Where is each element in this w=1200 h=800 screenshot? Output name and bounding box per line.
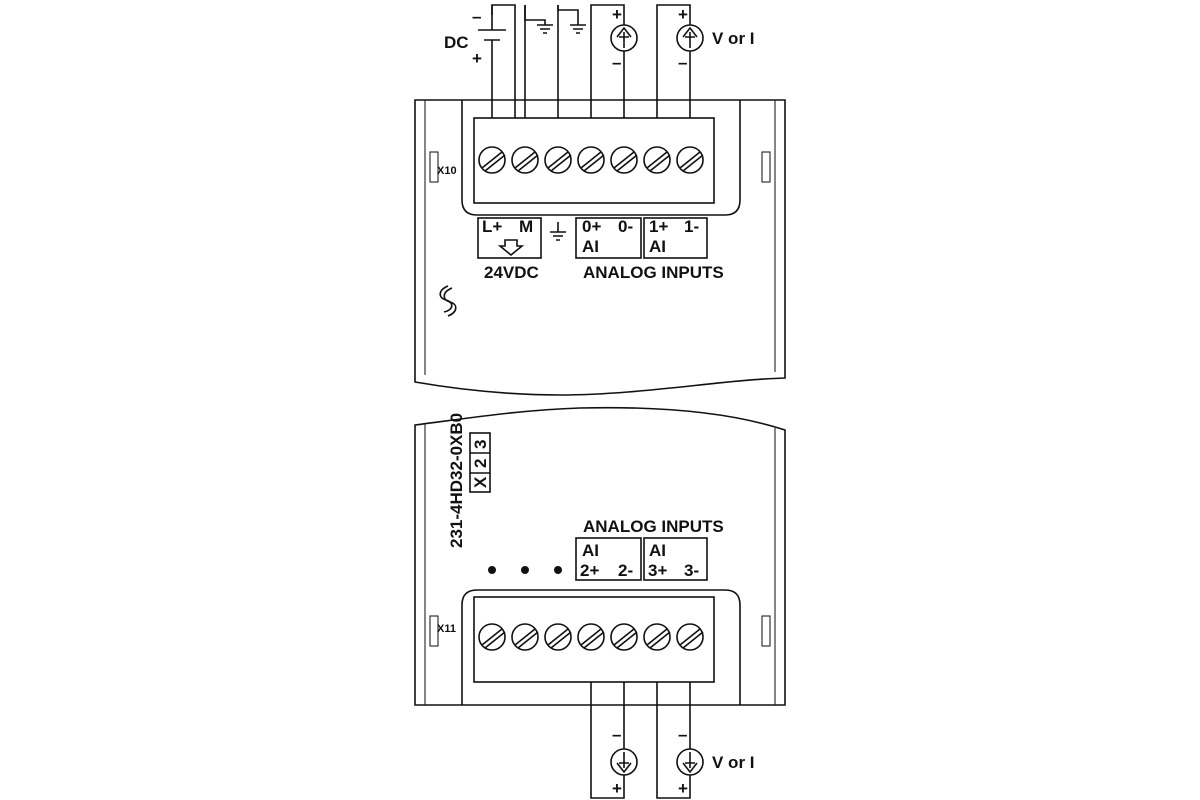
top-right-latch bbox=[761, 151, 771, 183]
arrow-up-icon bbox=[610, 24, 638, 52]
terminal-2plus: 2+ bbox=[580, 561, 599, 580]
screw-terminal-icon bbox=[544, 146, 572, 174]
terminal-1minus: 1- bbox=[684, 217, 699, 236]
source2-plus: + bbox=[612, 779, 622, 798]
top-module: X10 DC – + bbox=[414, 4, 786, 396]
terminal-3plus: 3+ bbox=[648, 561, 667, 580]
ai0-loop-wire bbox=[590, 4, 625, 118]
ai-label-2: AI bbox=[582, 541, 599, 560]
top-connector-id: X10 bbox=[437, 165, 457, 177]
ai2-loop-wire bbox=[590, 682, 625, 799]
screw-terminal-icon bbox=[478, 146, 506, 174]
rev-box-2: 2 bbox=[471, 459, 490, 468]
ground-icon bbox=[524, 5, 553, 34]
bottom-connector-housing bbox=[461, 589, 741, 705]
screw-terminal-icon bbox=[577, 146, 605, 174]
ai2-terminal-box bbox=[575, 537, 642, 581]
source0-plus: + bbox=[612, 5, 622, 24]
screw-terminal-icon bbox=[511, 146, 539, 174]
ai-label-0: AI bbox=[582, 237, 599, 256]
source0-minus: – bbox=[612, 53, 621, 72]
source-type-label: V or I bbox=[712, 29, 755, 48]
top-left-latch bbox=[429, 151, 439, 183]
bottom-right-latch bbox=[761, 615, 771, 647]
rev-box-x: X bbox=[471, 476, 490, 488]
arrow-down-icon bbox=[676, 748, 704, 776]
terminal-lplus: L+ bbox=[482, 217, 502, 236]
arrow-down-icon bbox=[610, 748, 638, 776]
bottom-screws bbox=[478, 623, 704, 651]
screw-terminal-icon bbox=[643, 146, 671, 174]
screw-terminal-icon bbox=[643, 623, 671, 651]
terminal-0minus: 0- bbox=[618, 217, 633, 236]
bottom-group-label: ANALOG INPUTS bbox=[583, 517, 724, 536]
ai3-terminal-box bbox=[643, 537, 708, 581]
source2-minus: – bbox=[612, 725, 621, 744]
terminal-0plus: 0+ bbox=[582, 217, 601, 236]
terminal-2minus: 2- bbox=[618, 561, 633, 580]
ai-label-3: AI bbox=[649, 541, 666, 560]
unused-terminal-dot bbox=[488, 566, 496, 574]
top-group-label: ANALOG INPUTS bbox=[583, 263, 724, 282]
dc-plus: + bbox=[472, 49, 482, 68]
bottom-terminal-block bbox=[473, 596, 715, 683]
dc-supply-wire bbox=[491, 4, 516, 118]
bottom-connector-id: X11 bbox=[437, 623, 456, 635]
ground-icon bbox=[557, 5, 586, 34]
ai1-loop-wire bbox=[656, 4, 691, 118]
power-terminal-box bbox=[477, 217, 542, 259]
terminal-3minus: 3- bbox=[684, 561, 699, 580]
unused-terminal-dot bbox=[554, 566, 562, 574]
bottom-module: 231-4HD32-0XB0 X 2 3 ANALOG INPUTS AI AI… bbox=[414, 406, 786, 799]
ai0-terminal-box bbox=[575, 217, 642, 259]
terminal-m: M bbox=[519, 217, 533, 236]
power-label: 24VDC bbox=[484, 263, 539, 282]
revision-boxes: X 2 3 bbox=[469, 432, 491, 493]
ai1-terminal-box bbox=[643, 217, 708, 259]
top-module-body bbox=[414, 99, 786, 396]
dc-minus: – bbox=[472, 7, 481, 26]
screw-terminal-icon bbox=[676, 146, 704, 174]
unused-terminal-dot bbox=[521, 566, 529, 574]
screw-terminal-icon bbox=[511, 623, 539, 651]
screw-terminal-icon bbox=[577, 623, 605, 651]
top-wires bbox=[491, 4, 691, 118]
screw-terminal-icon bbox=[676, 623, 704, 651]
ai-label-1: AI bbox=[649, 237, 666, 256]
arrow-up-icon bbox=[676, 24, 704, 52]
top-screws bbox=[478, 146, 704, 174]
siemens-logo-icon bbox=[439, 285, 457, 317]
source3-plus: + bbox=[678, 779, 688, 798]
source1-minus: – bbox=[678, 53, 687, 72]
rev-box-3: 3 bbox=[471, 440, 490, 449]
screw-terminal-icon bbox=[478, 623, 506, 651]
bottom-module-body bbox=[414, 406, 786, 706]
source3-minus: – bbox=[678, 725, 687, 744]
dc-label: DC bbox=[444, 33, 469, 52]
screw-terminal-icon bbox=[544, 623, 572, 651]
ai3-loop-wire bbox=[656, 682, 691, 799]
top-connector-housing bbox=[461, 100, 741, 216]
part-number: 231-4HD32-0XB0 bbox=[447, 413, 466, 548]
bottom-source-type-label: V or I bbox=[712, 753, 755, 772]
battery-icon bbox=[470, 5, 506, 55]
arrow-down-icon bbox=[497, 239, 525, 257]
screw-terminal-icon bbox=[610, 146, 638, 174]
source1-plus: + bbox=[678, 5, 688, 24]
bottom-left-latch bbox=[429, 615, 439, 647]
screw-terminal-icon bbox=[610, 623, 638, 651]
top-terminal-block bbox=[473, 117, 715, 204]
terminal-1plus: 1+ bbox=[649, 217, 668, 236]
ground-icon bbox=[550, 222, 566, 241]
